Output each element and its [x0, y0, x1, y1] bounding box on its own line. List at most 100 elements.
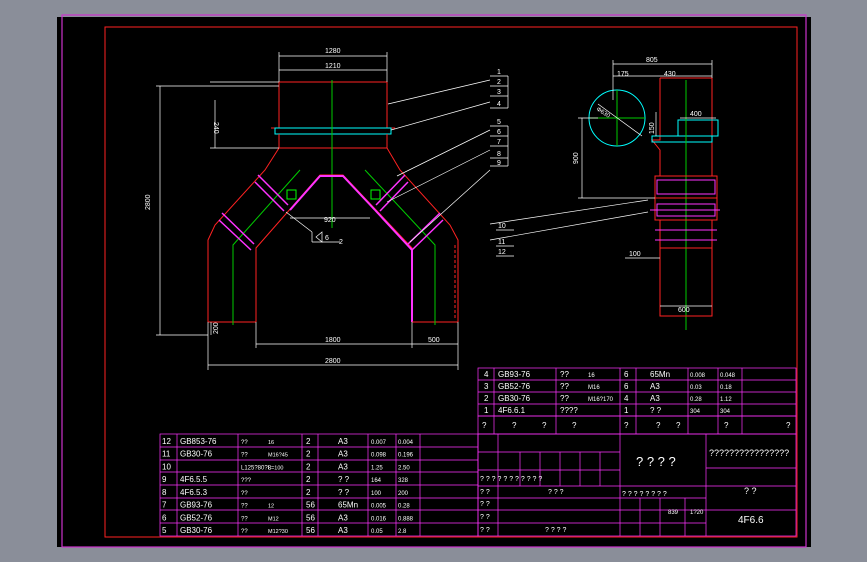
bom-cell-w1: 0.007	[371, 440, 387, 446]
bom-cell-qty: 1	[624, 406, 629, 415]
bom-cell-spec: M16	[588, 385, 600, 391]
callout-11: 11	[498, 239, 505, 246]
hdr-name: ?	[572, 421, 577, 430]
bom-cell-mat: 65Mn	[338, 501, 358, 510]
bom-cell-mat: ? ?	[650, 406, 662, 415]
bom-cell-w1: 164	[371, 478, 382, 484]
title-row-d: ? ? ? ? ? ? ? ? ? ? ?	[480, 476, 542, 483]
dim-805: 805	[646, 57, 658, 64]
callout-8: 8	[497, 151, 501, 158]
bom-upper-header-grid	[477, 415, 797, 435]
title-row-b: ? ? ?	[548, 489, 564, 496]
bom-cell-w2: 0.004	[398, 440, 414, 446]
bom-cell-qty: 2	[306, 488, 311, 497]
bom-cell-mat: ? ?	[338, 475, 350, 484]
bom-cell-qty: 6	[624, 382, 629, 391]
dim-430: 430	[664, 71, 676, 78]
bom-cell-code: GB93-76	[498, 370, 531, 379]
right-leg-outer	[386, 147, 459, 322]
title-blank-4: ? ? ? ?	[545, 527, 567, 534]
bom-cell-no: 7	[162, 501, 167, 510]
bom-cell-w1: 0.05	[371, 529, 383, 535]
drawing-number: 4F6.6	[738, 515, 764, 526]
weld-symbol	[285, 211, 340, 243]
bom-cell-mat: A3	[650, 382, 660, 391]
callout-12: 12	[498, 249, 506, 256]
bom-cell-qty: 56	[306, 526, 315, 535]
bom-cell-w2: 0.28	[398, 504, 410, 510]
dim-150: 150	[649, 122, 656, 134]
left-leg-outer	[207, 147, 280, 322]
callout-1: 1	[497, 69, 501, 76]
bom-cell-name: ??	[560, 370, 569, 379]
bom-cell-qty: 2	[306, 475, 311, 484]
bom-cell-name: ???	[241, 478, 252, 484]
right-leg-centerline	[364, 169, 436, 325]
bom-cell-mat: A3	[338, 462, 348, 471]
dim-920: 920	[324, 217, 336, 224]
title-block: ???????????????? ? ? ? ? ? ? ? ? ? ? ? ?…	[480, 448, 789, 534]
bom-cell-mat: A3	[338, 526, 348, 535]
bom-cell-spec: L=100	[268, 465, 283, 471]
bom-cell-w1: 304	[690, 409, 701, 415]
bom-cell-w2: 0.18	[720, 385, 732, 391]
bom-cell-w1: 0.005	[371, 504, 387, 510]
bom-cell-code: 4F6.5.5	[180, 475, 208, 484]
bom-cell-mat: ? ?	[338, 488, 350, 497]
bom-upper-header: ? ? ? ? ? ? ? ? ?	[482, 421, 791, 430]
bom-cell-name: ??	[241, 491, 248, 497]
bom-cell-name: ??	[241, 440, 248, 446]
bom-cell-no: 5	[162, 526, 167, 535]
bom-cell-name: ??	[241, 529, 248, 535]
callout-3: 3	[497, 89, 501, 96]
side-outlet-box	[677, 119, 719, 137]
dim-1800: 1800	[325, 337, 341, 344]
bom-cell-w1: 0.008	[690, 373, 706, 379]
bom-cell-mat: A3	[338, 513, 348, 522]
dim-2800-horizontal: 2800	[325, 358, 341, 365]
side-view	[588, 77, 720, 330]
bom-cell-spec: 16	[588, 373, 595, 379]
inlet-flange	[274, 127, 392, 135]
bom-cell-spec: M12?30	[268, 529, 288, 535]
bom-cell-w2: 0.048	[720, 373, 736, 379]
bom-cell-qty: 6	[624, 370, 629, 379]
callout-4: 4	[497, 101, 501, 108]
bom-cell-name: L125?80?8	[241, 465, 272, 471]
weld-size: 6	[325, 235, 329, 242]
callout-numbers: 1 2 3 4 5 6 7 8 9 10 11 12	[497, 69, 506, 256]
bom-cell-mat: A3	[338, 450, 348, 459]
callout-2: 2	[497, 79, 501, 86]
dim-1280: 1280	[325, 48, 341, 55]
bom-cell-w1: 0.28	[690, 397, 702, 403]
bom-cell-w1: 0.016	[371, 516, 387, 522]
bom-cell-w2: 200	[398, 491, 409, 497]
callout-leaders	[386, 75, 649, 257]
bom-cell-mat: A3	[650, 394, 660, 403]
bom-cell-no: 4	[484, 370, 489, 379]
bom-cell-w2: 2.50	[398, 465, 410, 471]
hdr-weight: ?	[724, 421, 729, 430]
title-weight: 839	[668, 510, 679, 516]
bom-cell-name: ??	[241, 453, 248, 459]
bom-cell-no: 1	[484, 406, 489, 415]
weld-ref: 2	[339, 239, 343, 246]
bom-cell-name: ??	[560, 394, 569, 403]
front-dimension-texts: 1280 1210 240 2800 920 200 1800 500 2800	[145, 48, 440, 365]
bom-cell-w1: 1.25	[371, 465, 383, 471]
bom-cell-no: 11	[162, 450, 171, 459]
bom-cell-no: 8	[162, 488, 167, 497]
callout-7: 7	[497, 139, 501, 146]
dim-100: 100	[629, 251, 641, 258]
bom-cell-qty: 4	[624, 394, 629, 403]
right-damper-mark	[370, 189, 381, 200]
left-leg-flanges	[218, 174, 289, 251]
bom-cell-qty: 2	[306, 437, 311, 446]
bom-cell-spec: 16	[268, 440, 274, 446]
bom-cell-spec: M16?170	[588, 397, 614, 403]
side-leg	[659, 248, 713, 317]
callout-5: 5	[497, 119, 501, 126]
company-name: ????????????????	[709, 448, 789, 458]
